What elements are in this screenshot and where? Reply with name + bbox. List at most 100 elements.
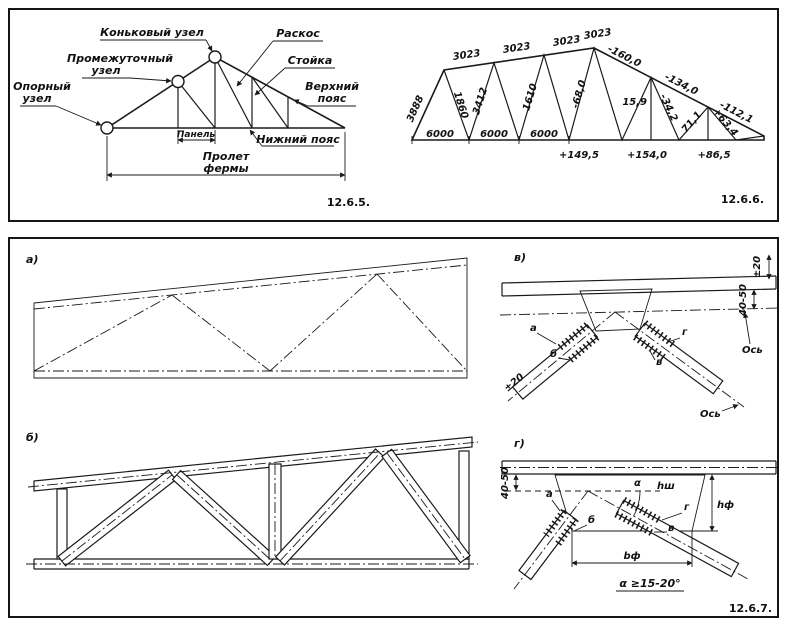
support-node-circle [100,121,114,135]
ridge-node-circle [208,50,222,64]
axis-label-diagonal: Ось [700,409,721,420]
dimension-b-f: bф [623,550,640,562]
figure-12-6-7-a: а) [26,253,468,379]
figure-ref-12-6-5: 12.6.5. [327,196,370,209]
chord-bar [500,460,780,475]
label-support-node-2: узел [22,92,51,105]
label-panel: Панель [177,130,216,140]
label-top-chord-2: пояс [318,92,347,105]
diagonal-members [511,322,724,400]
truss-chords [104,56,346,129]
tick-marks [411,136,570,144]
value-top-panel-1: 3023 [452,48,481,63]
bottom-values: 6000 6000 6000 +149,5 +154,0 +86,5 [426,129,730,161]
weld-hatching [543,496,661,547]
dimensions: 40-50 hш hф bф [500,467,734,567]
value-diagonal-3: 1610 [521,82,540,112]
dimension-panel: Панель [177,130,216,144]
label-intermediate-node-2: узел [91,64,120,77]
callouts: Коньковый узел Раскос Промежуточный узел… [13,26,359,147]
dimension-span: Пролет фермы [106,132,346,181]
diagonal-member [57,469,177,567]
top-chord-bar [33,436,473,492]
gusset-plate [554,474,706,532]
weld-label-g: г [682,327,688,338]
right-diagonal [615,499,740,578]
sublabel-a: а) [26,253,38,266]
value-diagonal-6: 71,1 [680,109,704,135]
value-bottom-force-1: +149,5 [559,150,599,161]
truss-outline [410,47,765,141]
weld-labels: а б в г [546,489,690,534]
value-bottom-span-3: 6000 [530,129,558,140]
dimension-h-f: hф [717,499,734,511]
alpha-arc [633,490,641,517]
value-top-panel-3: 3023 [552,34,581,49]
label-span-1: Пролет [203,150,250,163]
chord-bar [501,275,777,297]
value-top-panel-2: 3023 [502,41,531,56]
weld-label-b: б [588,514,595,526]
weld-label-a: а [530,323,537,334]
sublabel-v: в) [514,251,526,264]
alpha-label: α [634,478,641,489]
value-diagonal-5: -34,2 [657,93,679,124]
value-diagonal-1: 1860 [451,90,470,120]
figure-12-6-7-g: г) [500,437,780,615]
weld-label-a: а [546,489,553,500]
axes [513,490,749,590]
member-values: 3888 3023 3023 3023 3023 -160,0 -134,0 -… [405,27,755,138]
label-intermediate-node-1: Промежуточный [67,52,173,65]
gusset-plate [579,288,653,332]
value-top-panel-4: 3023 [583,27,612,42]
right-diagonal [634,322,724,395]
sublabel-b: б) [26,431,39,444]
dimension-40-50: 40-50 [738,284,749,317]
label-post: Стойка [288,54,333,67]
dimension-h-sh: hш [657,481,675,492]
angle-note: α ≥15-20° [619,577,680,590]
figure-ref-12-6-6: 12.6.6. [721,193,764,206]
truss-scheme-outline [33,257,468,379]
lattice-members [56,448,471,567]
upper-panel: Коньковый узел Раскос Промежуточный узел… [8,8,779,222]
truss-members [177,56,289,129]
diagonal-members [518,499,740,581]
truss-scheme-axes [33,264,468,372]
dimension-40-50: 40-50 [500,467,511,500]
value-diagonal-4: -68,0 [570,79,589,110]
figure-12-6-6: 3888 3023 3023 3023 3023 -160,0 -134,0 -… [405,27,765,206]
value-vertical-1: 15,9 [622,97,647,108]
lower-panel: а) б) [8,237,781,618]
value-bottom-span-2: 6000 [480,129,508,140]
label-support-node-1: Опорный [13,80,71,93]
truss-lattice [443,45,765,143]
bottom-chord-bar [33,558,470,570]
sublabel-g: г) [514,437,525,450]
tolerance-top: ±20 [752,256,763,278]
axes [499,307,781,408]
figure-ref-12-6-7: 12.6.7. [729,602,772,615]
value-bottom-force-3: +86,5 [697,150,730,161]
axis-label-chord: Ось [742,345,763,356]
weld-label-v: в [668,523,674,534]
value-bottom-force-2: +154,0 [627,150,667,161]
value-bottom-span-1: 6000 [426,129,454,140]
intermediate-node-circle [171,74,185,89]
weld-label-b: б [550,348,557,360]
figure-12-6-5: Коньковый узел Раскос Промежуточный узел… [13,26,370,209]
label-diagonal: Раскос [276,27,320,40]
weld-label-g: г [684,502,690,513]
weld-labels: а б в г [530,323,688,368]
value-diagonal-2: 3412 [471,86,490,116]
node-circles [100,50,222,135]
figure-12-6-7-b: б) [26,431,479,570]
member-axes [26,441,479,565]
label-top-chord-1: Верхний [305,80,359,93]
end-post-left [56,488,68,560]
figure-12-6-7-v: в) [499,251,781,420]
weld-label-v: в [656,357,662,368]
label-bottom-chord: Нижний пояс [256,133,340,146]
truss-outline [104,56,346,129]
